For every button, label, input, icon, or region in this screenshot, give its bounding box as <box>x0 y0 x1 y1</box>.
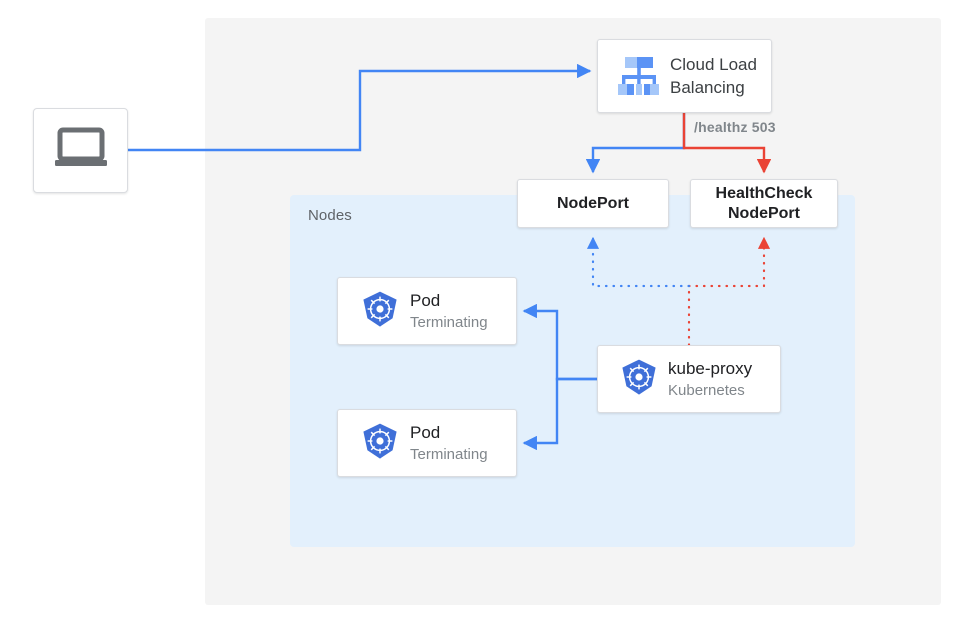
nodes-panel-label: Nodes <box>308 207 352 224</box>
pod-card-1[interactable]: Pod Terminating <box>337 277 517 345</box>
nodeport-label: NodePort <box>557 194 629 212</box>
cloud-load-balancing-card[interactable]: Cloud Load Balancing <box>597 39 772 113</box>
client-card[interactable] <box>33 108 128 193</box>
healthcheck-nodeport-card[interactable]: HealthCheck NodePort <box>690 179 838 228</box>
kube-proxy-card[interactable]: kube-proxy Kubernetes <box>597 345 781 413</box>
pod-name: Pod <box>410 290 441 310</box>
pod-card-2[interactable]: Pod Terminating <box>337 409 517 477</box>
cloud-load-balancing-title-line2: Balancing <box>670 78 745 97</box>
healthz-status-label: /healthz 503 <box>694 119 776 135</box>
laptop-icon <box>53 126 109 175</box>
pod-status: Terminating <box>410 445 488 463</box>
healthcheck-nodeport-label-line1: HealthCheck <box>715 184 813 202</box>
kube-proxy-name: kube-proxy <box>668 358 753 378</box>
kubernetes-icon <box>350 421 410 465</box>
pod-status: Terminating <box>410 313 488 331</box>
cloud-load-balancing-icon <box>608 54 670 98</box>
cloud-load-balancing-title-line1: Cloud Load <box>670 55 757 74</box>
nodeport-card[interactable]: NodePort <box>517 179 669 228</box>
kube-proxy-subtitle: Kubernetes <box>668 381 745 399</box>
pod-name: Pod <box>410 422 441 442</box>
kubernetes-icon <box>350 289 410 333</box>
healthcheck-nodeport-label-line2: NodePort <box>727 204 800 222</box>
kubernetes-icon <box>610 357 668 401</box>
